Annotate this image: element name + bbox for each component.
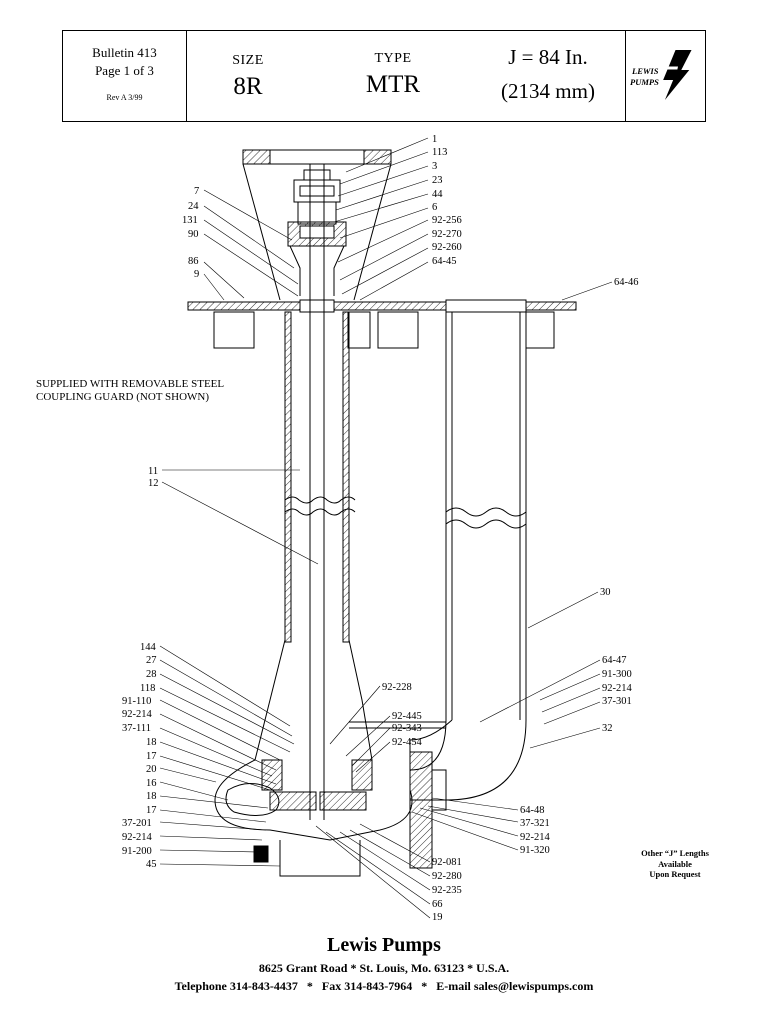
- callout-16: 16: [146, 778, 157, 789]
- callout-92-260: 92-260: [432, 242, 462, 253]
- callout-92-343: 92-343: [392, 723, 422, 734]
- callout-37-301: 37-301: [602, 696, 632, 707]
- callout-92-214-a: 92-214: [122, 709, 152, 720]
- other-lengths-line1: Other “J” Lengths: [641, 848, 709, 858]
- title-block: Bulletin 413 Page 1 of 3 Rev A 3/99 SIZE…: [62, 30, 706, 122]
- callout-3: 3: [432, 161, 437, 172]
- callout-64-47: 64-47: [602, 655, 627, 666]
- callout-144: 144: [140, 642, 157, 653]
- callout-6: 6: [432, 202, 437, 213]
- j-length-in: J = 84 In.: [508, 45, 588, 69]
- callout-92-280: 92-280: [432, 871, 462, 882]
- callout-66: 66: [432, 899, 443, 910]
- callout-92-454: 92-454: [392, 737, 422, 748]
- callout-17-a: 17: [146, 751, 157, 762]
- callout-44: 44: [432, 189, 443, 200]
- callout-12: 12: [148, 478, 159, 489]
- callout-92-270: 92-270: [432, 229, 462, 240]
- callout-37-111: 37-111: [122, 723, 151, 734]
- callout-37-201: 37-201: [122, 818, 152, 829]
- logo-cell: LEWIS PUMPS: [625, 31, 705, 121]
- footer-address: 8625 Grant Road * St. Louis, Mo. 63123 *…: [258, 961, 510, 975]
- callout-131: 131: [182, 215, 198, 226]
- callout-18-b: 18: [146, 791, 157, 802]
- callout-91-300: 91-300: [602, 669, 632, 680]
- callout-90: 90: [188, 229, 199, 240]
- type-label: TYPE: [374, 51, 412, 66]
- callout-92-214-c: 92-214: [602, 683, 632, 694]
- callout-17-b: 17: [146, 805, 157, 816]
- size-label: SIZE: [232, 53, 264, 68]
- callout-1: 1: [432, 134, 437, 145]
- footer-contact: Telephone 314-843-4437 * Fax 314-843-796…: [174, 979, 594, 993]
- callout-45: 45: [146, 859, 157, 870]
- callout-92-214-d: 92-214: [520, 832, 550, 843]
- coupling-guard-note-line1: SUPPLIED WITH REMOVABLE STEEL: [36, 378, 225, 390]
- callout-91-110: 91-110: [122, 696, 151, 707]
- j-length-mm: (2134 mm): [501, 79, 595, 103]
- logo-text-lewis: LEWIS: [631, 66, 659, 76]
- callout-113: 113: [432, 147, 447, 158]
- callout-92-081: 92-081: [432, 857, 462, 868]
- callout-30: 30: [600, 587, 611, 598]
- callout-23: 23: [432, 175, 443, 186]
- callout-92-214-b: 92-214: [122, 832, 152, 843]
- other-lengths-line2: Available: [658, 858, 692, 869]
- lewis-pumps-logo: LEWIS PUMPS: [630, 50, 692, 100]
- callout-92-228: 92-228: [382, 682, 412, 693]
- coupling-guard-note: SUPPLIED WITH REMOVABLE STEEL COUPLING G…: [36, 378, 224, 404]
- page-number: Page 1 of 3: [95, 63, 154, 78]
- callout-92-445: 92-445: [392, 711, 422, 722]
- callout-24: 24: [188, 201, 199, 212]
- callout-20: 20: [146, 764, 157, 775]
- other-lengths-line3: Upon Request: [649, 869, 701, 879]
- callout-9: 9: [194, 269, 199, 280]
- callout-91-200: 91-200: [122, 846, 152, 857]
- callout-7: 7: [194, 186, 199, 197]
- revision: Rev A 3/99: [106, 93, 143, 102]
- callout-11: 11: [148, 466, 158, 477]
- callout-86: 86: [188, 256, 199, 267]
- callout-37-321: 37-321: [520, 818, 550, 829]
- callout-64-48: 64-48: [520, 805, 545, 816]
- callout-19: 19: [432, 912, 443, 923]
- callout-27: 27: [146, 655, 157, 666]
- callout-32: 32: [602, 723, 613, 734]
- callout-18-a: 18: [146, 737, 157, 748]
- bulletin-cell: Bulletin 413 Page 1 of 3 Rev A 3/99: [63, 31, 187, 121]
- callout-64-45: 64-45: [432, 256, 457, 267]
- coupling-guard-note-line2: COUPLING GUARD (NOT SHOWN): [36, 391, 210, 403]
- logo-text-pumps: PUMPS: [630, 77, 659, 87]
- other-lengths-note: Other “J” Lengths Available Upon Request: [620, 848, 730, 880]
- callout-64-46: 64-46: [614, 277, 639, 288]
- callout-118: 118: [140, 683, 155, 694]
- callout-28: 28: [146, 669, 157, 680]
- callout-92-256: 92-256: [432, 215, 462, 226]
- type-value: MTR: [365, 71, 421, 98]
- callout-91-320: 91-320: [520, 845, 550, 856]
- size-value: 8R: [233, 73, 263, 100]
- footer-company: Lewis Pumps: [327, 934, 441, 956]
- bulletin-number: Bulletin 413: [92, 45, 157, 60]
- callout-92-235: 92-235: [432, 885, 462, 896]
